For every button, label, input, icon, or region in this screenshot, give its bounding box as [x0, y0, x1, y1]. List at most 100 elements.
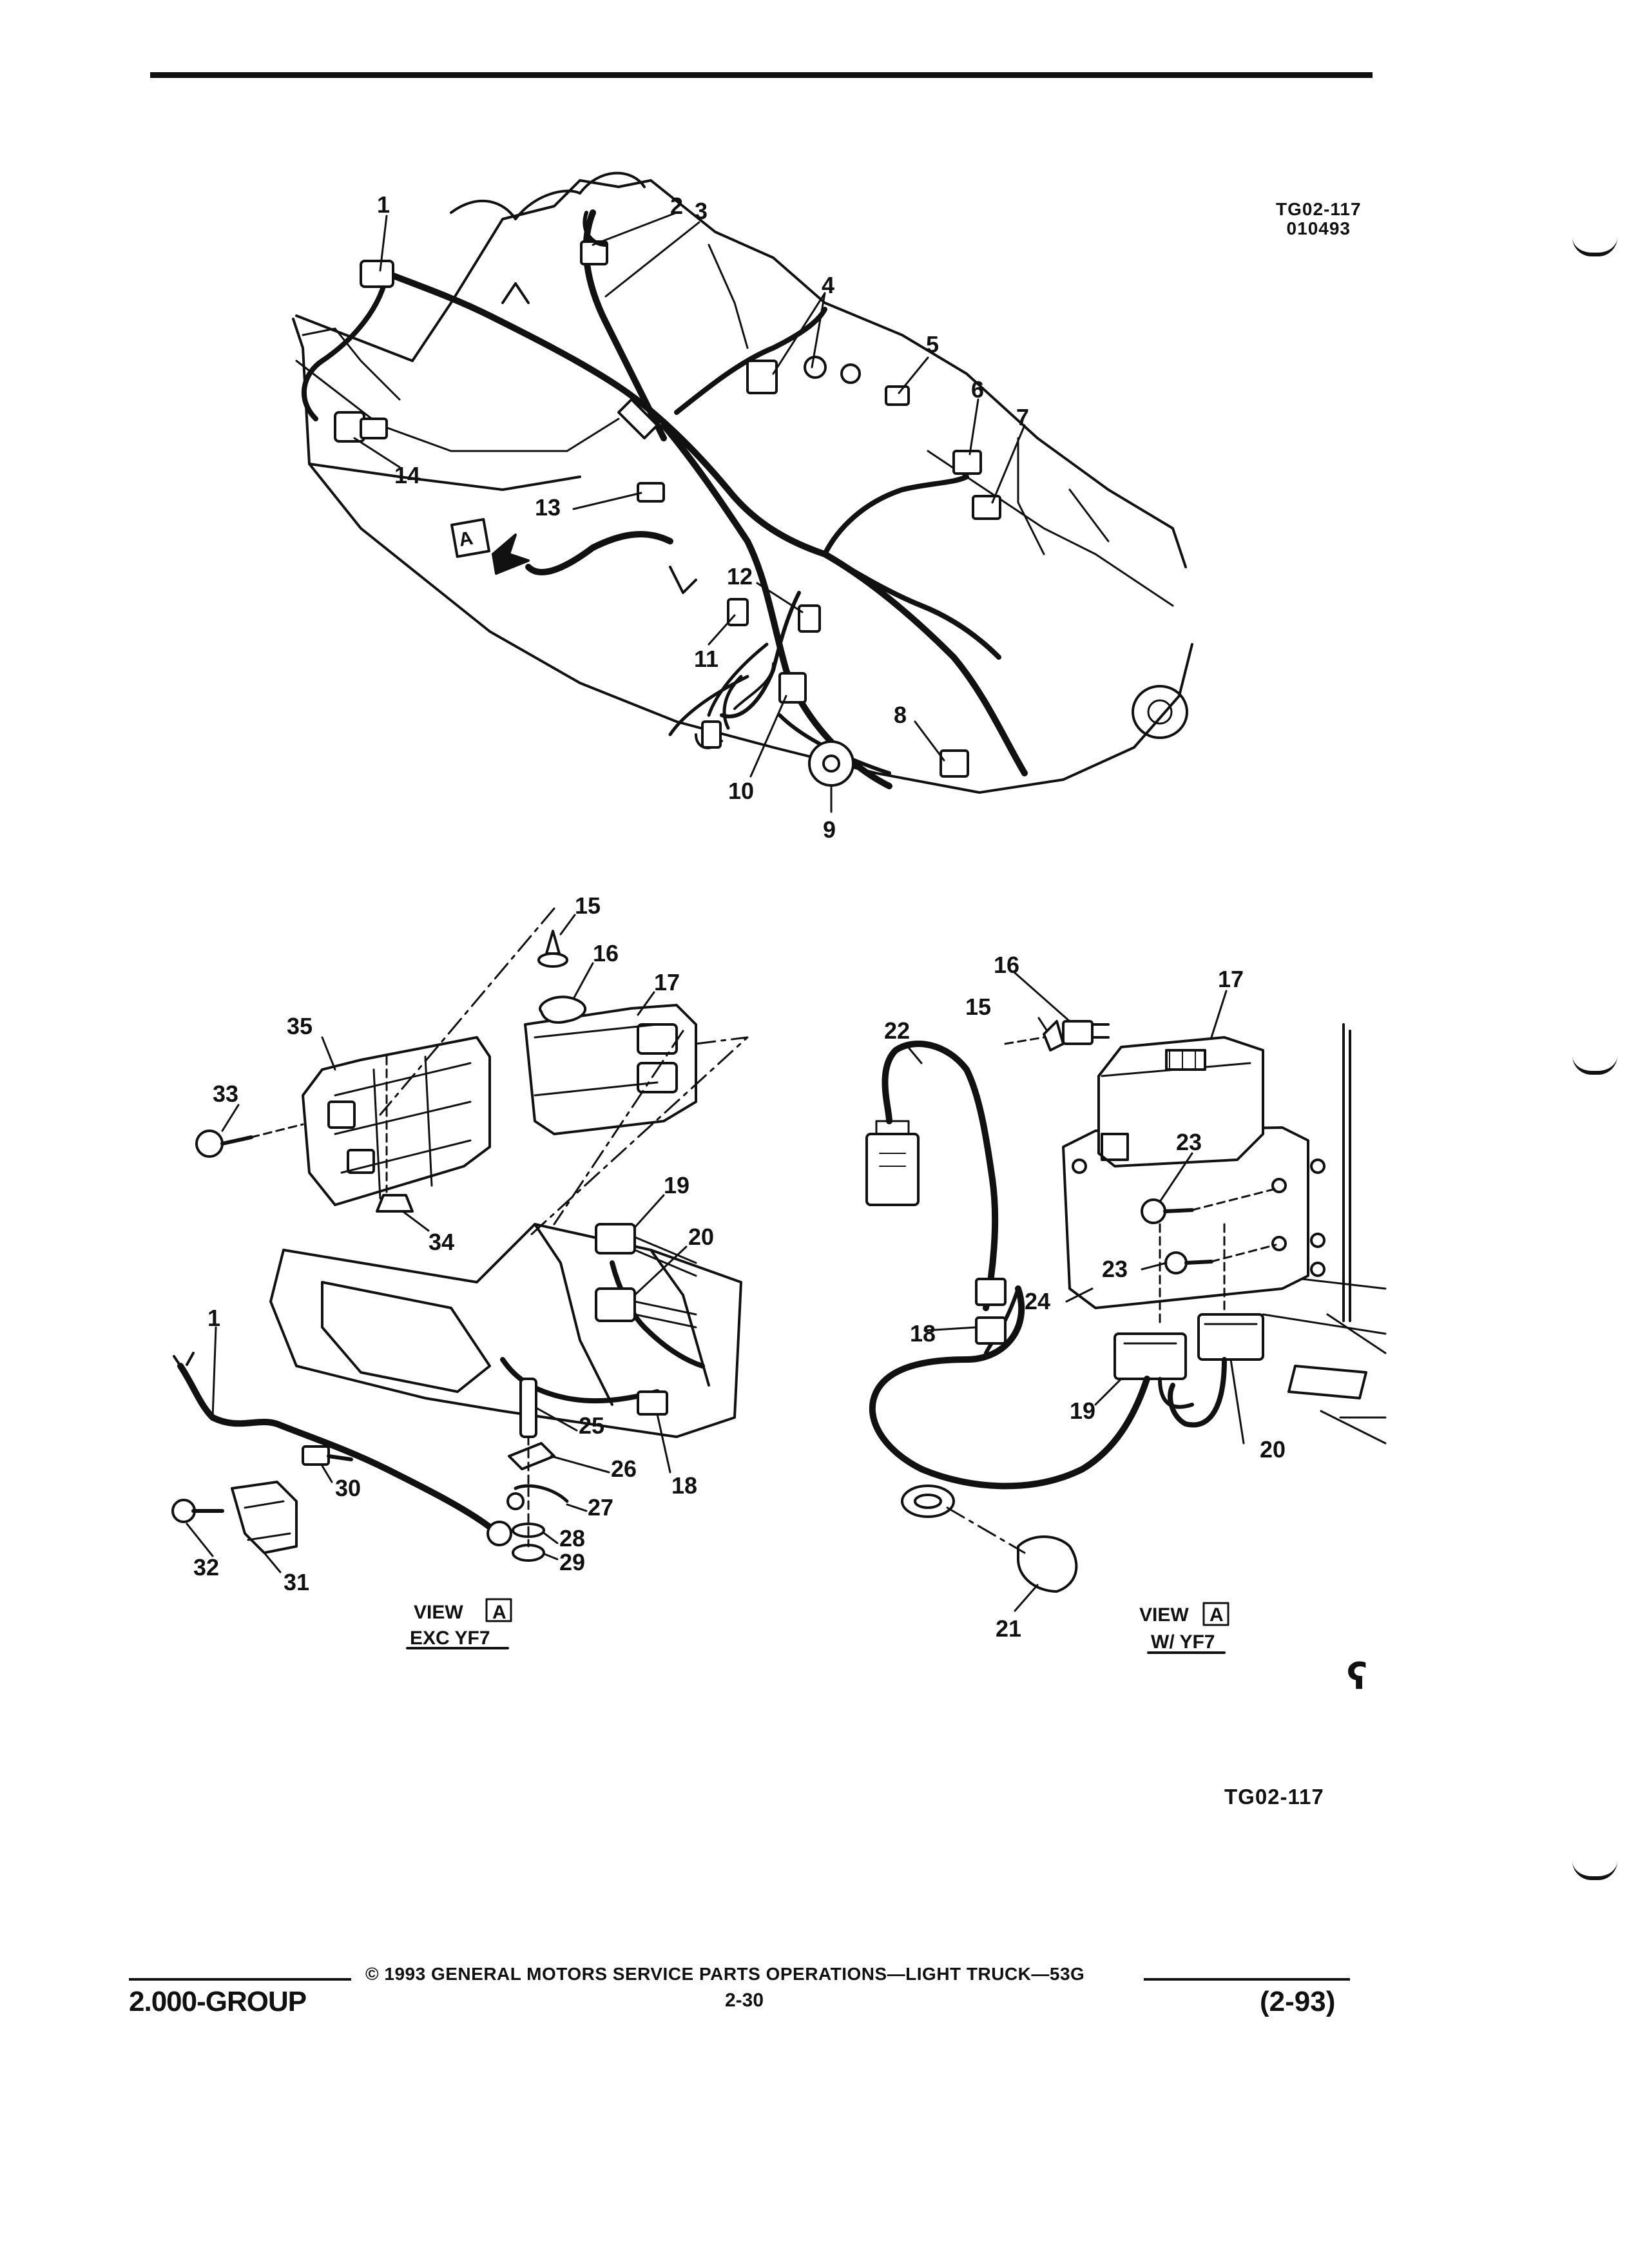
figure-tag-code: TG02-117	[1276, 199, 1362, 219]
grommet-16	[539, 995, 587, 1024]
footer-page-number: 2-30	[725, 1990, 764, 2011]
view-right-letter: A	[1210, 1604, 1224, 1626]
view-right-label: VIEW	[1139, 1604, 1189, 1626]
connector-18a	[975, 1278, 1007, 1306]
bolt-25	[519, 1378, 537, 1438]
callout-12: 12	[727, 563, 753, 590]
harness-22	[882, 1041, 999, 1311]
binder-mark-1	[1572, 237, 1617, 256]
callout-numbers: 1 2 3 4 5 6 7 8 9 10 11 12 13 14 15 16 1…	[193, 191, 1286, 1642]
connector-19-yf7	[1113, 1332, 1187, 1380]
view-a-w-yf7	[865, 972, 1387, 1654]
callout-11: 11	[694, 646, 718, 672]
view-labels: A VIEW A EXC YF7 VIEW A W/ YF7	[410, 528, 1224, 1653]
view-a-exc-yf7	[171, 907, 749, 1649]
callout-26: 26	[611, 1456, 637, 1482]
engine-outline	[292, 171, 1193, 794]
bolt-23-upper	[1141, 1198, 1166, 1224]
sensor-8	[940, 749, 969, 778]
callout-1: 1	[377, 191, 390, 218]
grommet-16-yf7	[1062, 1020, 1094, 1045]
connector-22	[865, 1133, 920, 1206]
callout-34: 34	[429, 1229, 454, 1255]
callout-21: 21	[996, 1615, 1021, 1642]
connector-6	[952, 450, 982, 475]
top-rule	[150, 72, 1373, 78]
sensor-12	[798, 604, 821, 633]
figure-reference-code: TG02-117	[1224, 1785, 1324, 1809]
callout-25: 25	[579, 1412, 604, 1439]
connector-1	[360, 260, 394, 288]
top-connectors	[334, 211, 1001, 787]
footer-group: 2.000-GROUP	[129, 1986, 307, 2017]
terminal-27	[514, 1484, 569, 1503]
callout-6: 6	[971, 376, 984, 403]
connector-4	[746, 360, 778, 394]
callout-33: 33	[213, 1081, 238, 1107]
binder-mark-2	[1572, 1055, 1617, 1075]
bolt-23-lower	[1164, 1251, 1188, 1274]
bolt-30	[302, 1445, 330, 1466]
callout-10: 10	[728, 778, 754, 804]
callout-17: 17	[654, 969, 680, 995]
callout-4: 4	[822, 272, 834, 298]
callout-8: 8	[894, 702, 907, 728]
callout-31: 31	[284, 1569, 309, 1595]
callout-29: 29	[559, 1549, 585, 1575]
module-tray	[269, 1223, 742, 1438]
footer-revision: (2-93)	[1260, 1986, 1336, 2017]
corner-mark: ʕ	[1347, 1656, 1368, 1698]
callout-30: 30	[335, 1475, 361, 1501]
callout-16: 16	[593, 940, 619, 966]
bracket-31	[231, 1481, 298, 1554]
footer-copyright: © 1993 GENERAL MOTORS SERVICE PARTS OPER…	[365, 1964, 1085, 1984]
view-left-letter: A	[492, 1602, 506, 1623]
callout-23-upper: 23	[1176, 1129, 1202, 1155]
callout-19b: 19	[1070, 1398, 1095, 1424]
callout-7: 7	[1016, 404, 1029, 430]
callout-3: 3	[695, 198, 708, 224]
ecm-module-17	[524, 1004, 697, 1135]
callout-1b: 1	[207, 1305, 220, 1331]
callout-19: 19	[664, 1172, 689, 1198]
nut-29	[512, 1544, 545, 1562]
callout-15b: 15	[965, 994, 991, 1020]
figure-tag-date: 010493	[1286, 218, 1351, 238]
callout-32: 32	[193, 1554, 219, 1581]
bracket-35	[302, 1036, 491, 1206]
callout-22: 22	[884, 1017, 910, 1044]
view-left-condition: EXC YF7	[410, 1628, 490, 1649]
callout-20: 20	[688, 1224, 714, 1250]
callout-18: 18	[671, 1472, 697, 1499]
binder-mark-3	[1572, 1861, 1617, 1880]
connector-19	[595, 1223, 636, 1254]
callout-27: 27	[588, 1494, 613, 1521]
nut-34	[376, 1194, 414, 1213]
bolt-13	[637, 482, 665, 503]
figure-tag: TG02-117 010493	[1276, 200, 1362, 238]
view-left-label: VIEW	[414, 1602, 463, 1623]
callout-18b: 18	[910, 1320, 936, 1347]
connector-7	[972, 495, 1001, 520]
bolt-5	[885, 385, 910, 406]
callout-2: 2	[670, 193, 683, 219]
connector-18b	[975, 1316, 1007, 1345]
callout-5: 5	[926, 331, 939, 358]
callout-17b: 17	[1218, 966, 1244, 992]
nut-15	[545, 930, 561, 955]
sensor-11	[727, 598, 749, 626]
callout-35: 35	[287, 1013, 313, 1039]
callout-16b: 16	[994, 952, 1019, 978]
ecm-module-17-yf7	[1097, 1036, 1264, 1168]
connector-18	[637, 1390, 668, 1416]
ground-cable-1	[177, 1363, 493, 1530]
callout-13: 13	[535, 494, 561, 521]
view-a-arrow	[450, 518, 530, 575]
grommet-21	[901, 1485, 955, 1518]
footer-rule-right	[1144, 1978, 1350, 1981]
nut-15-yf7	[1043, 1020, 1065, 1052]
callout-14: 14	[394, 462, 420, 488]
callout-28: 28	[559, 1525, 585, 1552]
connector-20-yf7	[1197, 1313, 1264, 1361]
